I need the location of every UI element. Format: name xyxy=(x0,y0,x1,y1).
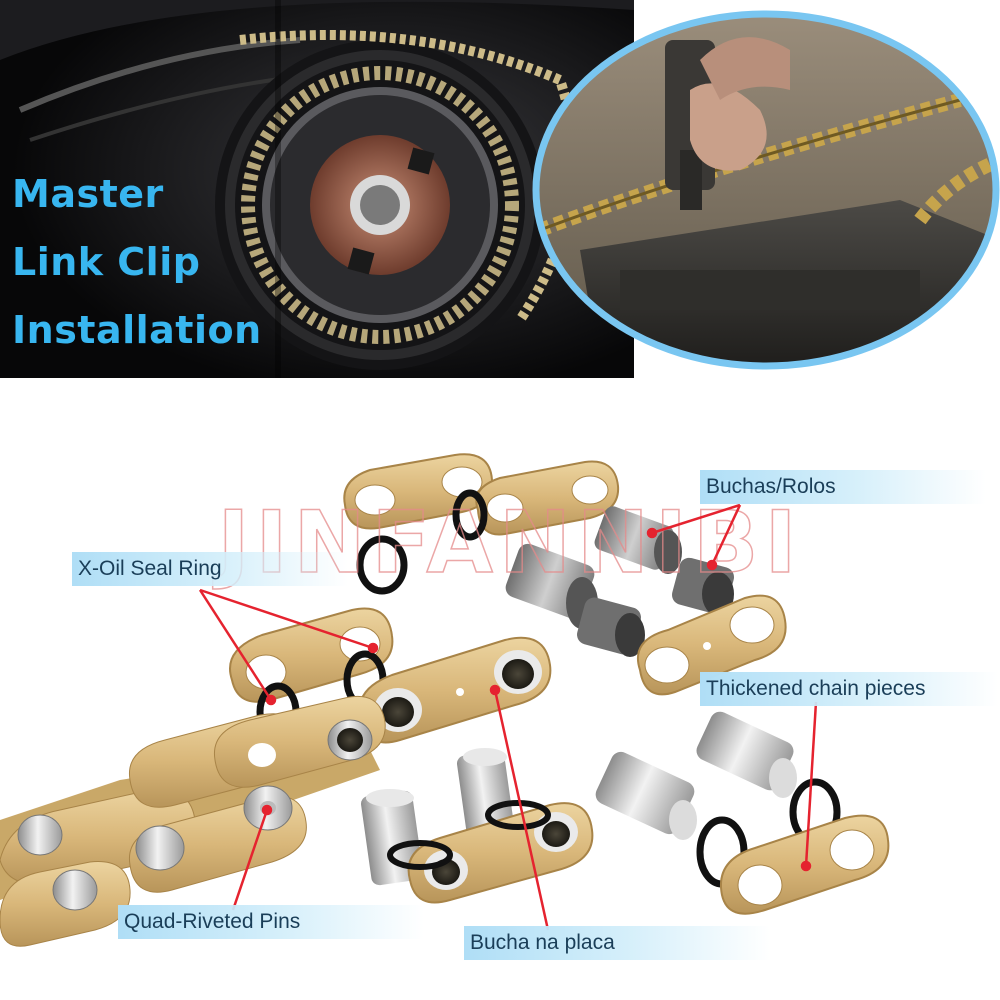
right-inner-plate xyxy=(637,594,787,696)
banner-title-line-1: Master xyxy=(12,172,164,216)
motorcycle-sprocket-photo: Master Link Clip Installation xyxy=(0,0,634,378)
assembled-chain xyxy=(0,696,386,947)
sprocket-illustration xyxy=(0,0,634,378)
label-x-oil-seal-ring: X-Oil Seal Ring xyxy=(72,552,348,586)
top-bushings xyxy=(505,506,735,657)
middle-master-plate xyxy=(359,636,552,744)
label-quad-riveted-pins: Quad-Riveted Pins xyxy=(118,905,424,939)
callout-lines xyxy=(198,503,818,931)
lower-pin-plate-assembly xyxy=(361,748,594,904)
banner-title: Master Link Clip Installation xyxy=(12,160,282,364)
label-plate-bushing: Bucha na placa xyxy=(464,926,770,960)
label-bushings-rollers: Buchas/Rolos xyxy=(700,470,986,504)
banner-title-line-3: Installation xyxy=(12,308,262,352)
banner-title-line-2: Link Clip xyxy=(12,240,201,284)
middle-outer-plate xyxy=(229,607,394,703)
top-o-rings xyxy=(356,489,488,595)
label-thickened-chain-pieces: Thickened chain pieces xyxy=(700,672,998,706)
top-inner-plate xyxy=(475,460,620,536)
